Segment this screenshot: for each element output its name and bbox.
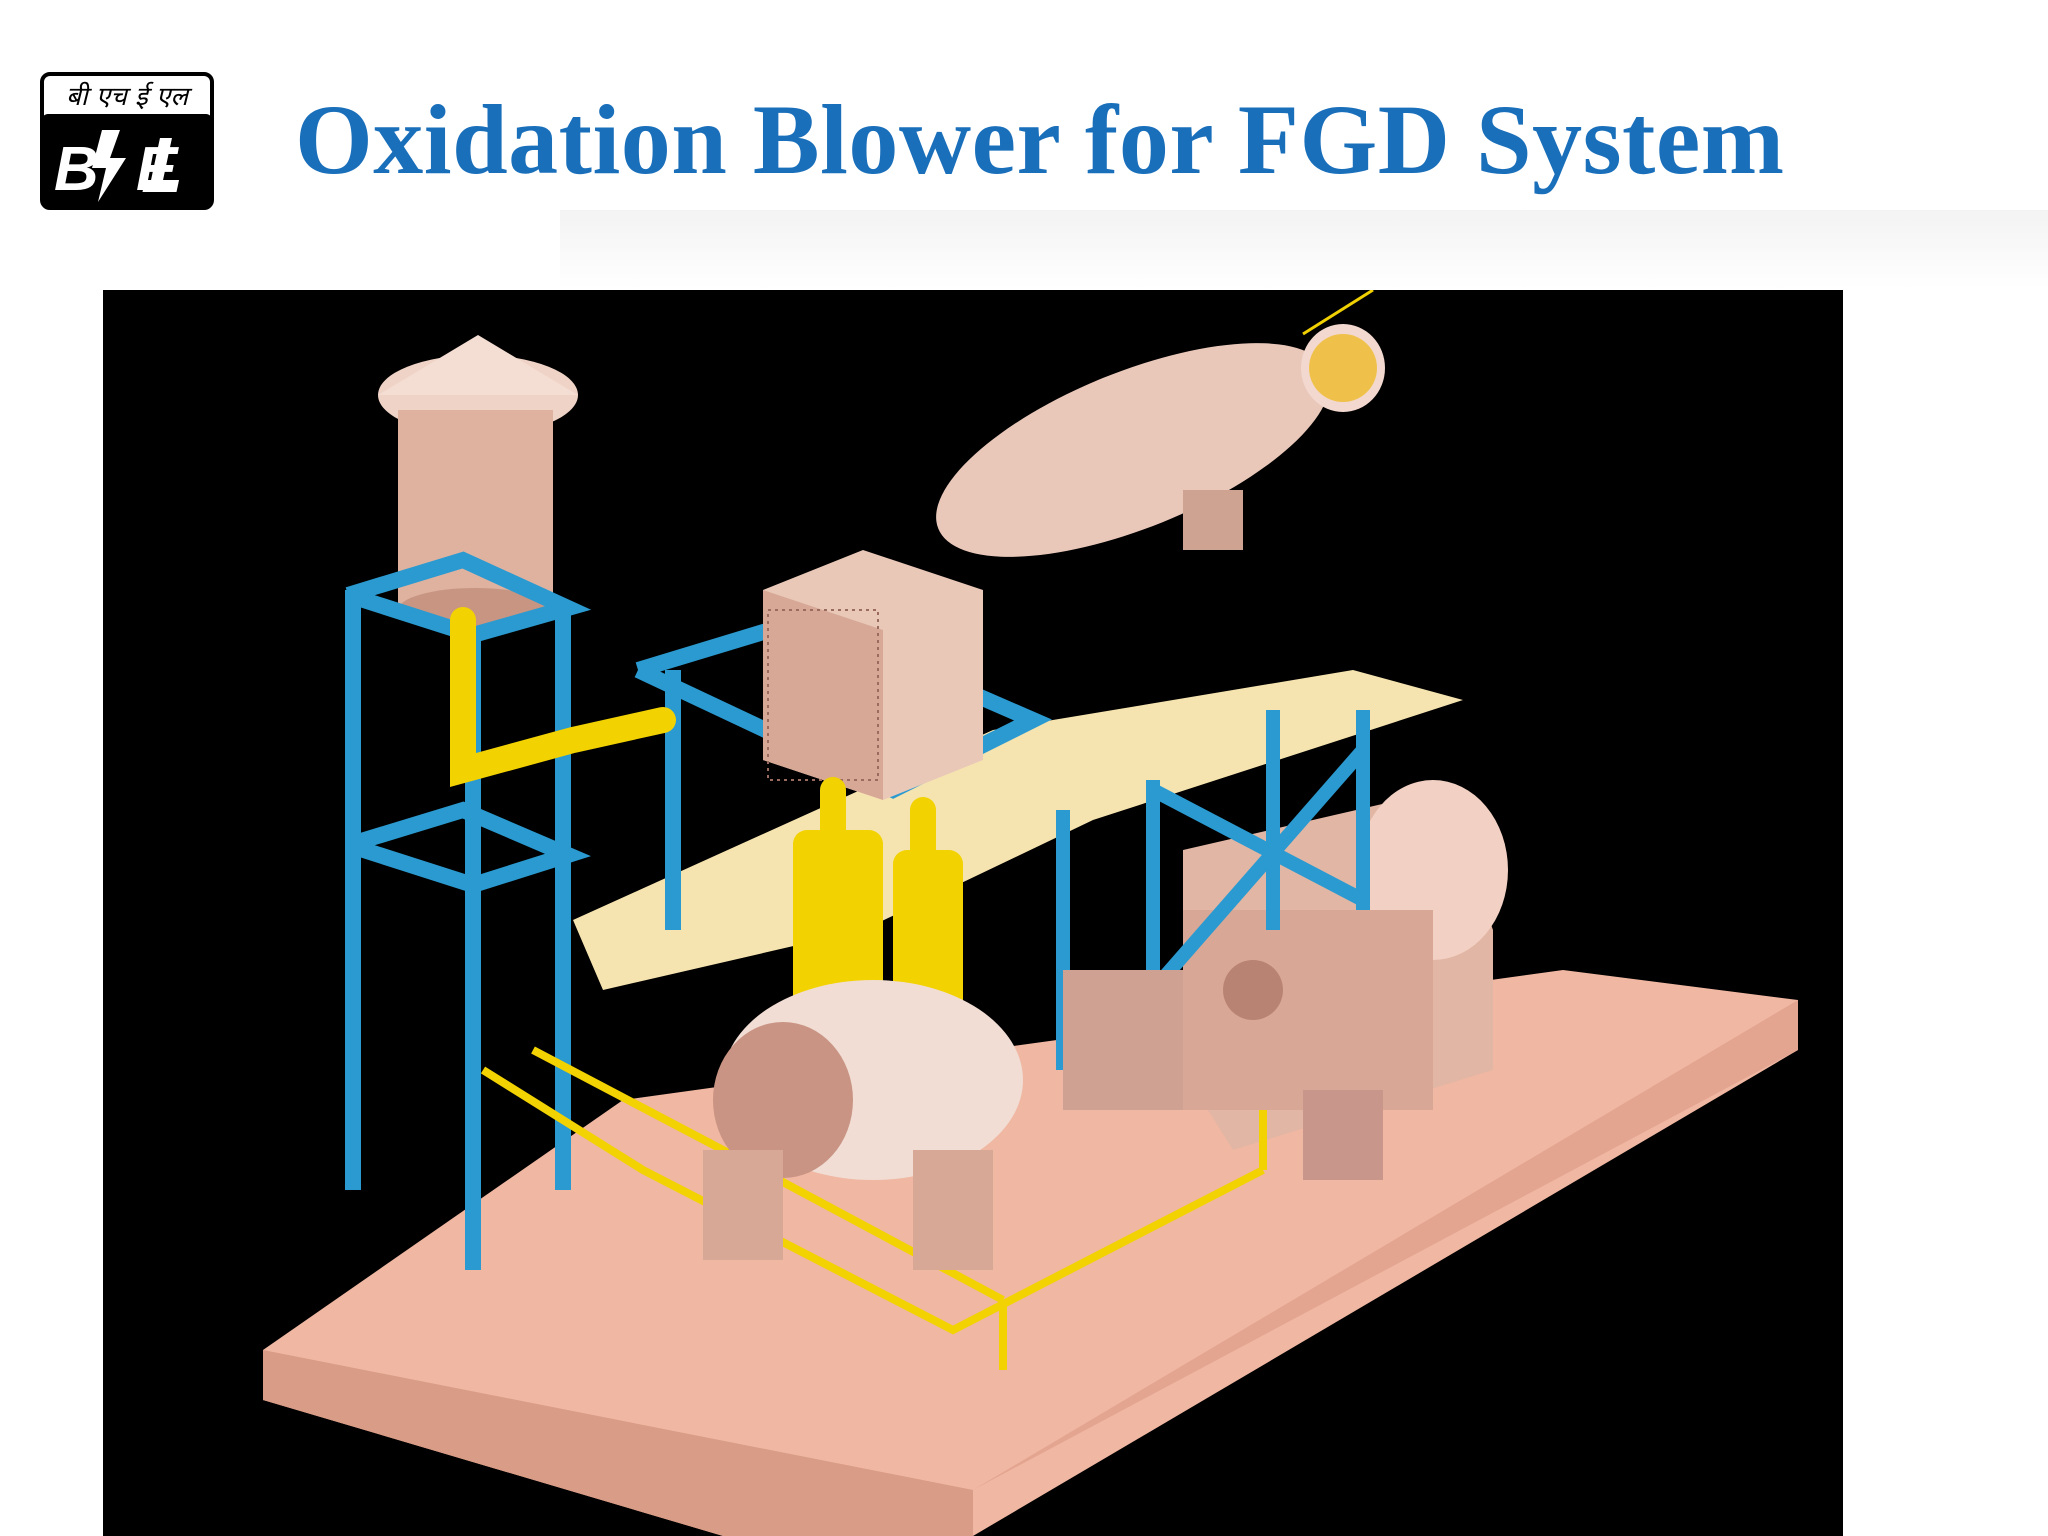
svg-text:बी एच ई एल: बी एच ई एल xyxy=(66,81,193,112)
svg-text:B: B xyxy=(54,135,99,204)
header-shade xyxy=(560,210,2048,290)
bhel-logo: बी एच ई एल B E xyxy=(40,72,214,210)
motor xyxy=(1183,780,1508,1180)
blower-3d-render xyxy=(103,290,1843,1536)
slide-title: Oxidation Blower for FGD System xyxy=(295,84,1785,195)
